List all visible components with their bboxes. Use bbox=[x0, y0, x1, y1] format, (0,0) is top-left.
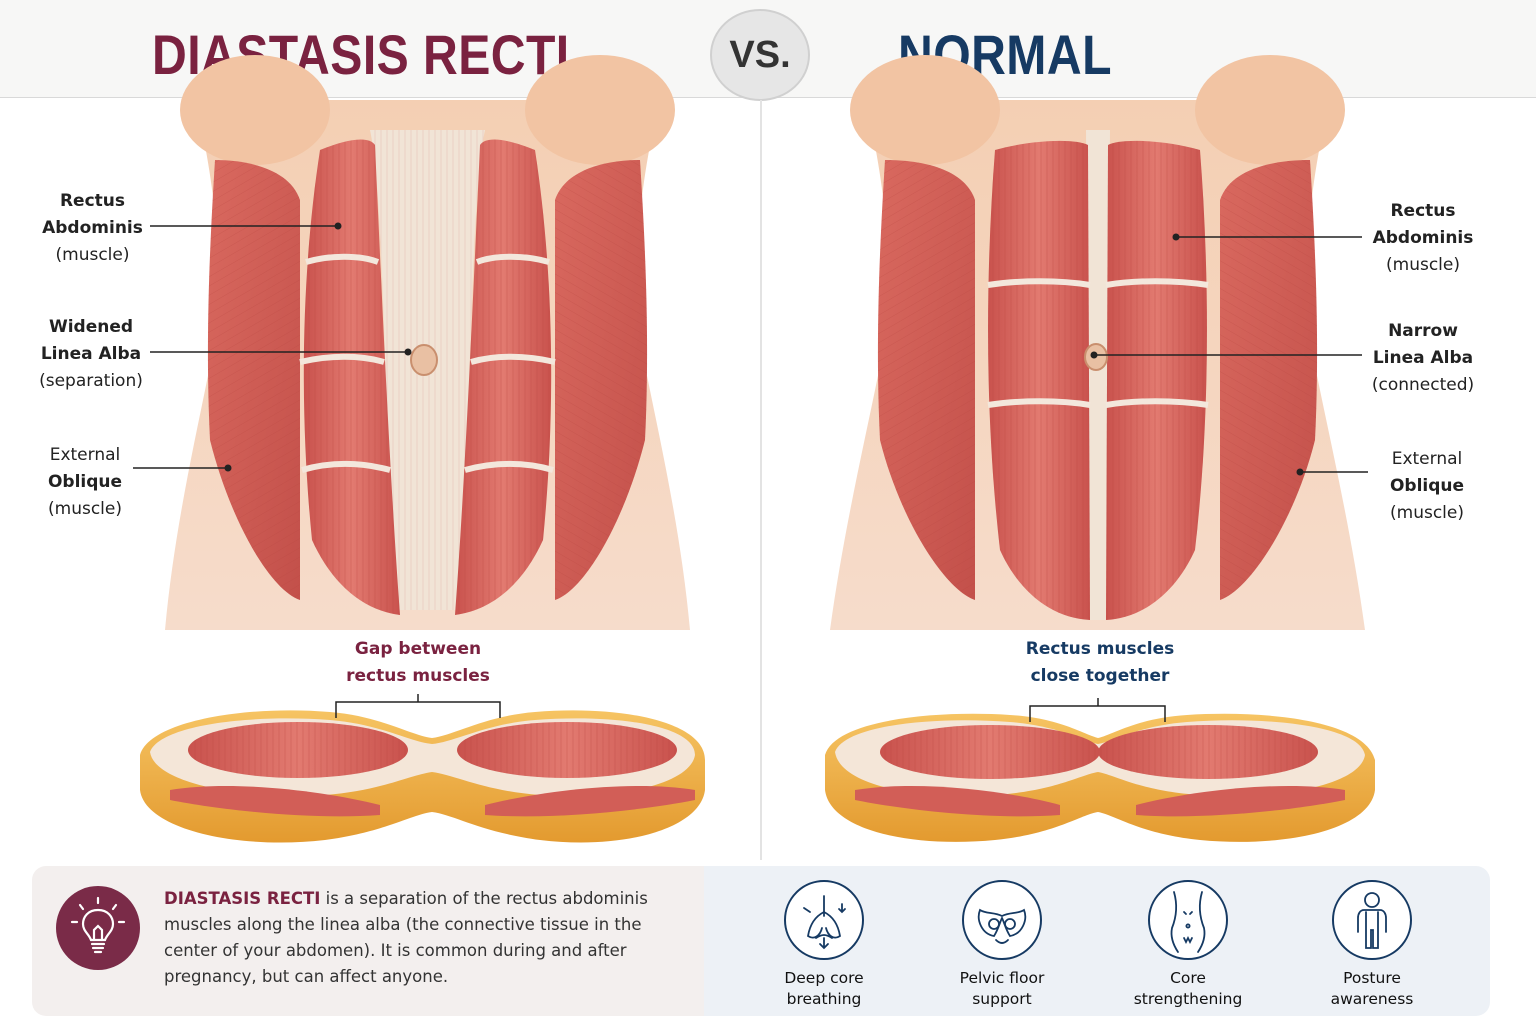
definition-term: DIASTASIS RECTI bbox=[164, 889, 321, 908]
info-footer: DIASTASIS RECTI is a separation of the r… bbox=[32, 866, 1490, 1016]
lightbulb-icon bbox=[56, 886, 140, 970]
diastasis-cross-section bbox=[140, 694, 705, 843]
torso-icon bbox=[1148, 880, 1228, 960]
definition-panel: DIASTASIS RECTI is a separation of the r… bbox=[32, 866, 704, 1016]
anatomy-illustrations bbox=[133, 55, 1375, 843]
diastasis-torso bbox=[133, 55, 690, 630]
breathing-icon bbox=[784, 880, 864, 960]
definition-body: is a separation of the rectus abdominis … bbox=[164, 889, 648, 986]
definition-text: DIASTASIS RECTI is a separation of the r… bbox=[164, 886, 674, 990]
pelvis-icon bbox=[962, 880, 1042, 960]
person-icon bbox=[1332, 880, 1412, 960]
normal-torso bbox=[830, 55, 1368, 630]
normal-cross-section bbox=[825, 698, 1375, 842]
center-divider bbox=[760, 100, 762, 860]
